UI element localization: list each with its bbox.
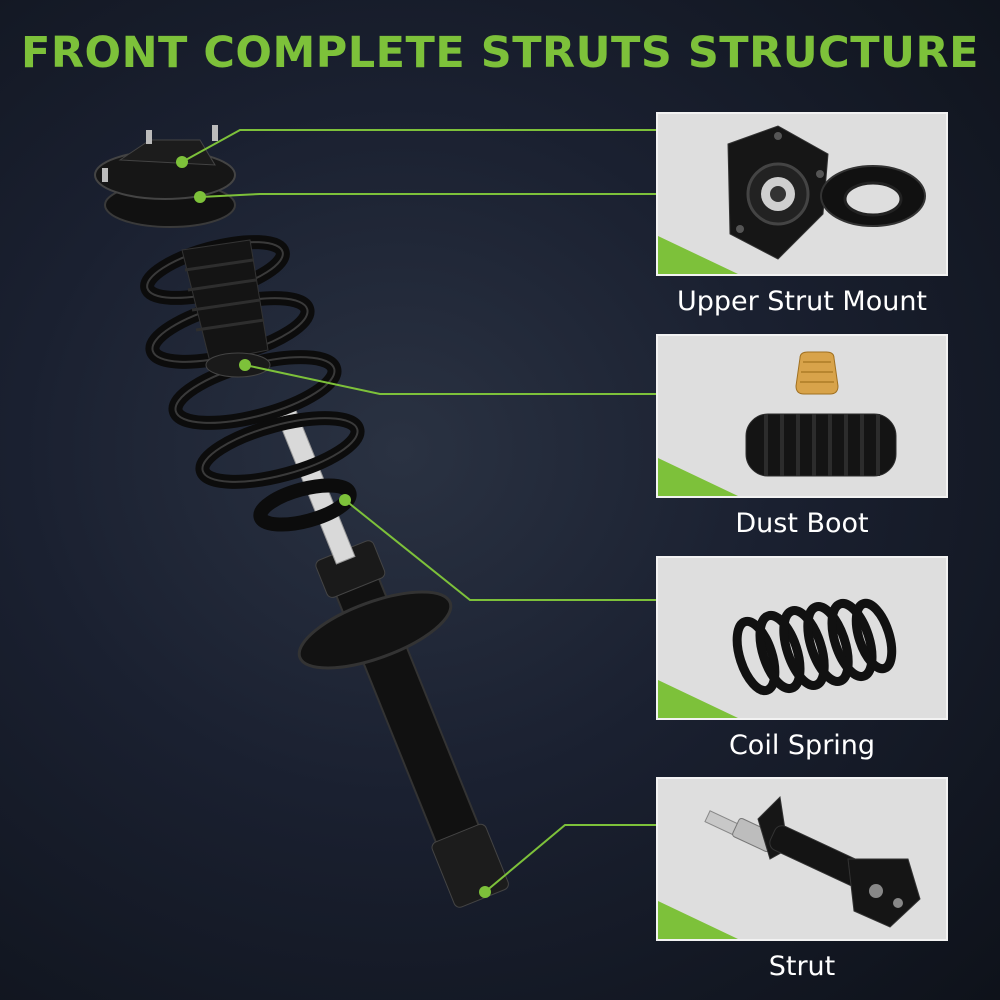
panel-accent-triangle bbox=[658, 236, 738, 274]
caption-upper-strut-mount: Upper Strut Mount bbox=[676, 286, 928, 317]
panel-accent-triangle bbox=[658, 458, 738, 496]
coil-spring-icon bbox=[732, 598, 897, 696]
panel-accent-triangle bbox=[658, 680, 738, 718]
strut-mount-icon bbox=[727, 125, 926, 260]
caption-strut: Strut bbox=[768, 951, 836, 982]
panel-upper-strut-mount bbox=[656, 112, 948, 276]
page-title: FRONT COMPLETE STRUTS STRUCTURE bbox=[21, 28, 979, 78]
panel-coil-spring bbox=[656, 556, 948, 720]
caption-coil-spring: Coil Spring bbox=[728, 730, 876, 761]
panel-strut bbox=[656, 777, 948, 941]
panel-accent-triangle bbox=[658, 901, 738, 939]
main-dust-boot bbox=[181, 239, 271, 378]
dust-boot-icon bbox=[745, 351, 897, 477]
callout-dots bbox=[176, 156, 491, 898]
callout-lines bbox=[181, 129, 656, 893]
main-upper-mount bbox=[94, 125, 236, 228]
panel-dust-boot bbox=[656, 334, 948, 498]
caption-dust-boot: Dust Boot bbox=[735, 508, 869, 539]
strut-icon bbox=[704, 795, 921, 928]
